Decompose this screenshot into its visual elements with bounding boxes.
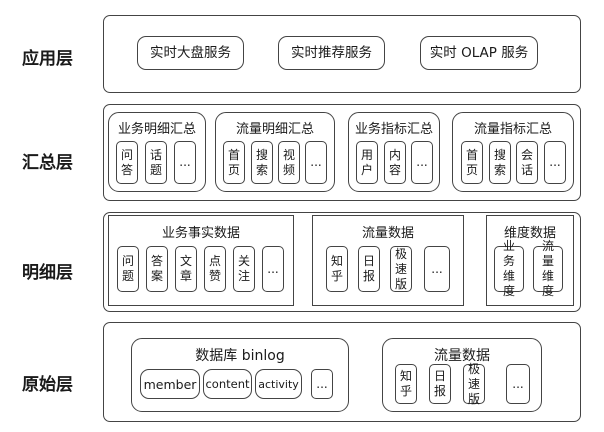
- item-box: 流量维度: [533, 239, 563, 298]
- group-title: 数据库 binlog: [195, 348, 285, 364]
- item-box: 日报: [429, 364, 451, 404]
- more-box: ...: [305, 141, 327, 184]
- item-box: 业务维度: [494, 239, 524, 298]
- layer-label-app: 应用层: [22, 49, 73, 69]
- layer-label-raw: 原始层: [22, 375, 73, 395]
- item-box: 极速版: [463, 362, 485, 406]
- item-box: activity: [255, 369, 302, 399]
- item-box: content: [203, 369, 252, 399]
- item-box: 用户: [356, 141, 378, 184]
- layer-label-detail: 明细层: [22, 263, 73, 283]
- item-box: 知乎: [395, 364, 417, 404]
- item-box: 点赞: [204, 246, 226, 292]
- service-realtime-dashboard: 实时大盘服务: [137, 36, 244, 70]
- layer-label-summary: 汇总层: [22, 153, 73, 173]
- more-box: ...: [506, 364, 530, 404]
- item-box: 极速版: [390, 246, 412, 292]
- group-title: 流量指标汇总: [473, 122, 552, 137]
- item-box: 搜索: [251, 141, 273, 184]
- group-title: 流量数据: [361, 226, 414, 241]
- service-realtime-recommendation: 实时推荐服务: [278, 36, 385, 70]
- item-box: 会话: [516, 141, 538, 184]
- item-box: 首页: [223, 141, 245, 184]
- item-box: 关注: [233, 246, 255, 292]
- service-realtime-olap: 实时 OLAP 服务: [420, 36, 538, 70]
- more-box: ...: [311, 369, 333, 399]
- item-box: 搜索: [489, 141, 511, 184]
- item-box: 话题: [145, 141, 167, 184]
- item-box: 日报: [358, 246, 380, 292]
- item-box: 知乎: [326, 246, 348, 292]
- item-box: 文章: [175, 246, 197, 292]
- group-title: 业务明细汇总: [117, 122, 196, 137]
- group-title: 业务指标汇总: [354, 122, 433, 137]
- more-box: ...: [424, 246, 450, 292]
- item-box: 首页: [461, 141, 483, 184]
- item-box: 问答: [116, 141, 138, 184]
- group-title: 业务事实数据: [161, 226, 240, 241]
- more-box: ...: [411, 141, 433, 184]
- more-box: ...: [544, 141, 566, 184]
- item-box: member: [140, 369, 200, 399]
- item-box: 内容: [384, 141, 406, 184]
- more-box: ...: [174, 141, 196, 184]
- item-box: 问题: [117, 246, 139, 292]
- group-title: 流量明细汇总: [235, 122, 314, 137]
- item-box: 视频: [278, 141, 300, 184]
- group-title: 流量数据: [434, 348, 490, 364]
- item-box: 答案: [146, 246, 168, 292]
- more-box: ...: [262, 246, 284, 292]
- group-title: 维度数据: [503, 226, 556, 241]
